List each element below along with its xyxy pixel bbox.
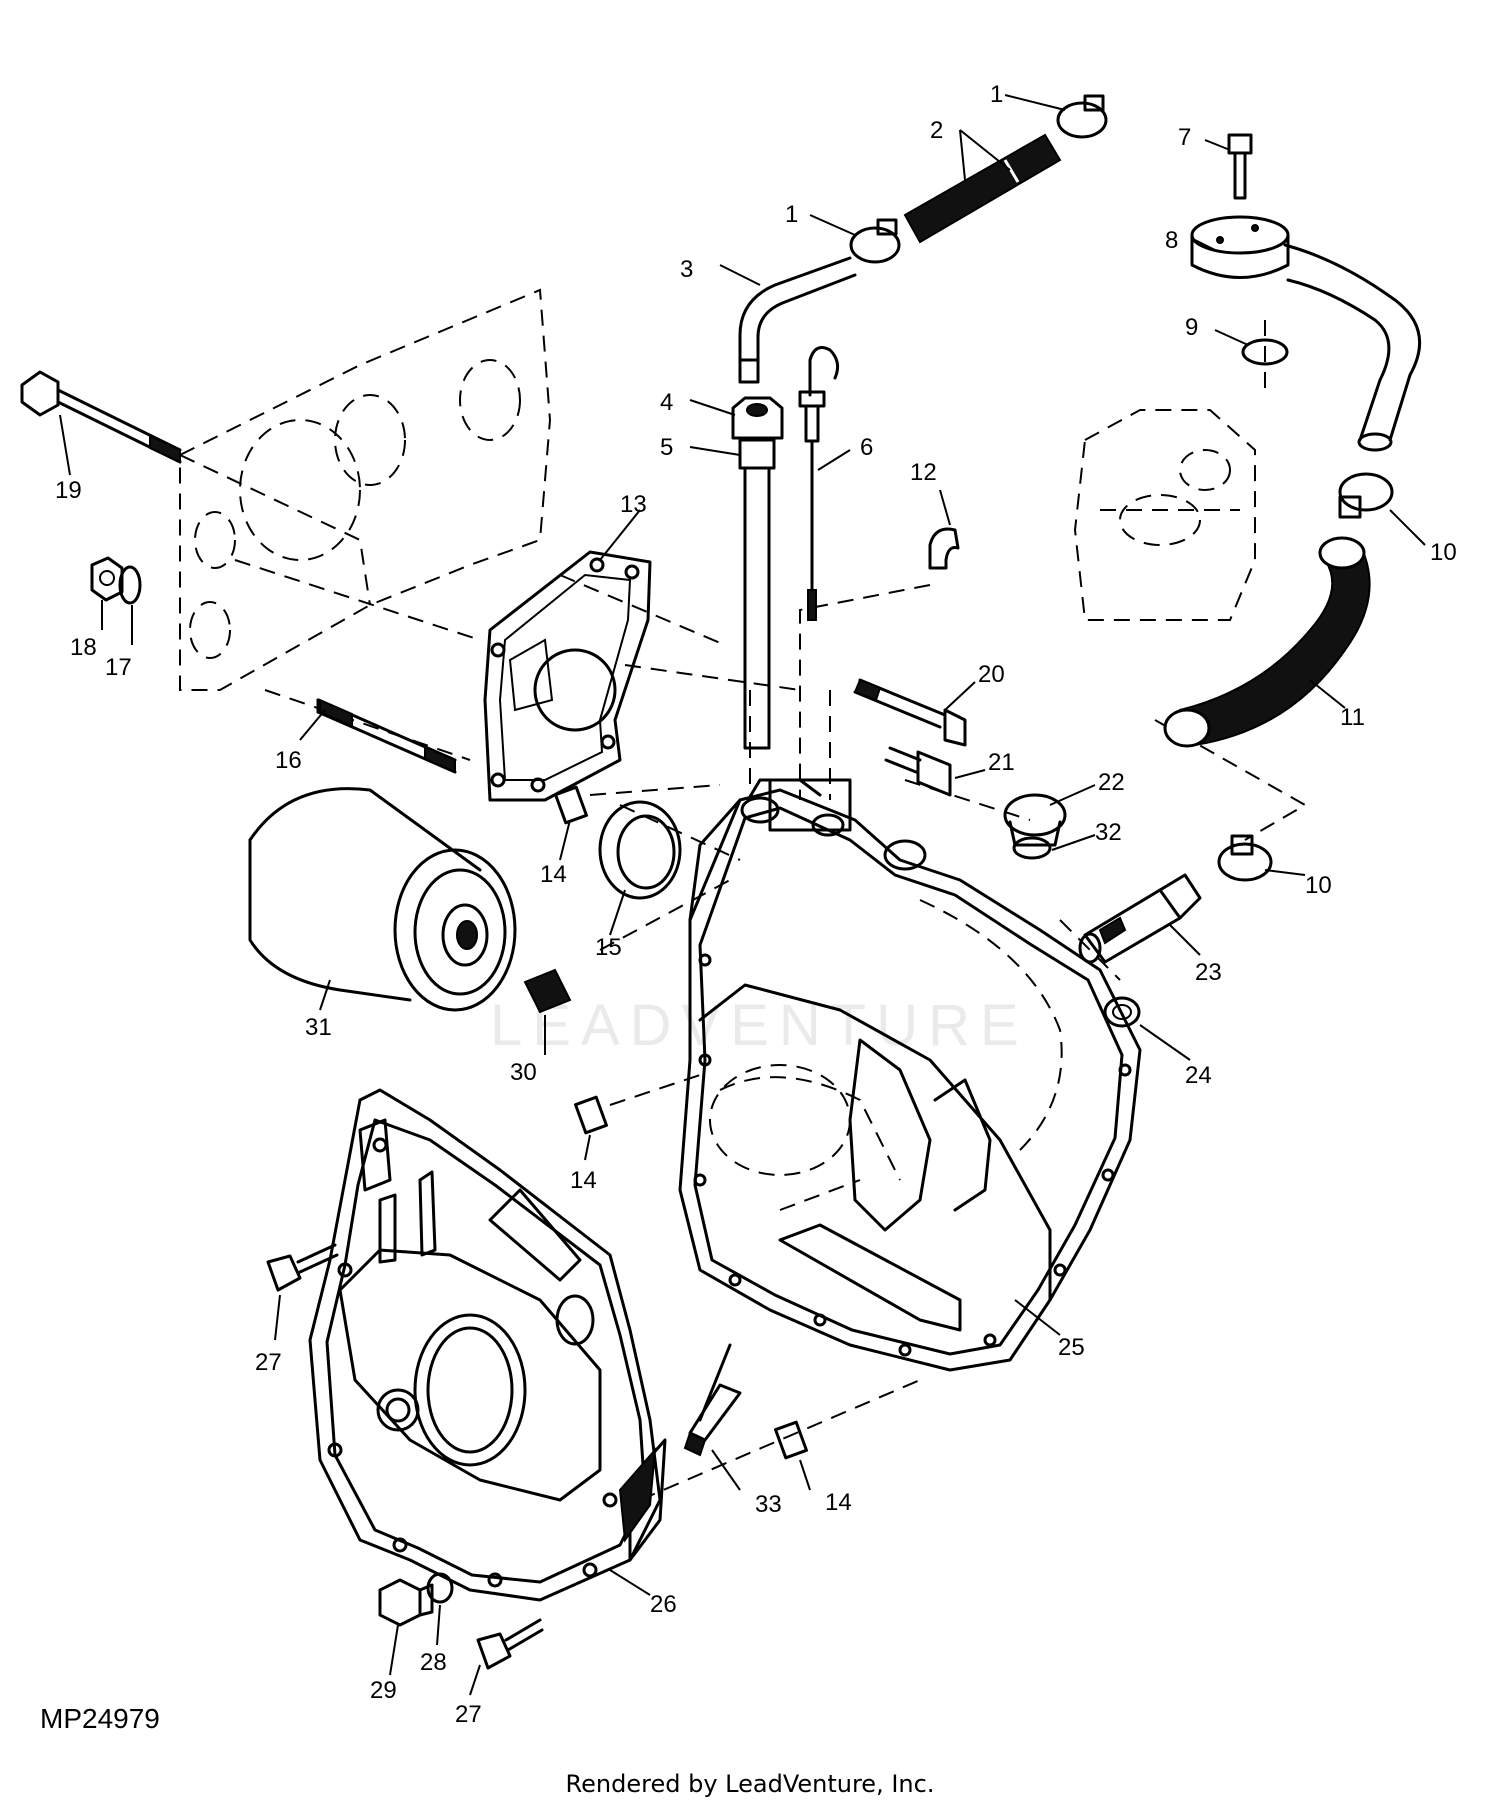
callout-10: 10 bbox=[1430, 539, 1457, 566]
part-12 bbox=[928, 527, 960, 570]
part-13 bbox=[483, 550, 652, 802]
part-20 bbox=[853, 678, 967, 747]
part-16 bbox=[316, 698, 457, 774]
callout-8: 8 bbox=[1165, 227, 1178, 254]
part-4 bbox=[731, 396, 784, 440]
part-29 bbox=[378, 1578, 434, 1627]
part-9 bbox=[1241, 338, 1289, 366]
callout-17: 17 bbox=[105, 654, 132, 681]
footer-credit: Rendered by LeadVenture, Inc. bbox=[565, 1770, 935, 1798]
callout-25: 25 bbox=[1058, 1334, 1085, 1361]
part-8 bbox=[1190, 215, 1422, 452]
part-23 bbox=[1078, 873, 1202, 964]
callout-4: 4 bbox=[660, 389, 673, 416]
part-27 bbox=[266, 1243, 544, 1670]
part-19 bbox=[20, 370, 182, 464]
callout-16: 16 bbox=[275, 747, 302, 774]
part-11 bbox=[1163, 536, 1371, 748]
part-6 bbox=[798, 346, 840, 621]
part-3 bbox=[738, 256, 857, 384]
callout-10: 10 bbox=[1305, 872, 1332, 899]
callout-6: 6 bbox=[860, 434, 873, 461]
callout-28: 28 bbox=[420, 1649, 447, 1676]
callout-15: 15 bbox=[595, 934, 622, 961]
part-17 bbox=[118, 565, 142, 605]
callout-9: 9 bbox=[1185, 314, 1198, 341]
part-5 bbox=[738, 438, 776, 750]
callout-27: 27 bbox=[455, 1701, 482, 1728]
part-18 bbox=[90, 556, 124, 602]
part-21 bbox=[884, 746, 952, 797]
callout-12: 12 bbox=[910, 459, 937, 486]
part-15 bbox=[598, 800, 682, 900]
valve-body bbox=[179, 288, 552, 691]
callout-26: 26 bbox=[650, 1591, 677, 1618]
callout-5: 5 bbox=[660, 434, 673, 461]
part-22 bbox=[1003, 793, 1067, 847]
callout-29: 29 bbox=[370, 1677, 397, 1704]
callout-labels: 1 1 2 3 4 5 6 7 8 9 10 10 11 12 13 14 14… bbox=[55, 81, 1457, 1728]
callout-14: 14 bbox=[825, 1489, 852, 1516]
watermark: LEADVENTURE bbox=[490, 993, 1029, 1058]
part-2 bbox=[903, 133, 1062, 244]
part-31 bbox=[248, 787, 517, 1012]
callout-21: 21 bbox=[988, 749, 1015, 776]
callout-20: 20 bbox=[978, 661, 1005, 688]
callout-27: 27 bbox=[255, 1349, 282, 1376]
part-24 bbox=[1103, 996, 1141, 1028]
callout-7: 7 bbox=[1178, 124, 1191, 151]
callout-30: 30 bbox=[510, 1059, 537, 1086]
part-1 bbox=[849, 94, 1108, 264]
part-33 bbox=[683, 1343, 742, 1457]
callout-32: 32 bbox=[1095, 819, 1122, 846]
part-10 bbox=[1217, 472, 1394, 882]
callout-14: 14 bbox=[540, 861, 567, 888]
part-25 bbox=[678, 778, 1142, 1372]
callout-2: 2 bbox=[930, 117, 943, 144]
callout-11: 11 bbox=[1340, 704, 1365, 731]
diagram-id: MP24979 bbox=[40, 1703, 160, 1734]
callout-24: 24 bbox=[1185, 1062, 1212, 1089]
callout-3: 3 bbox=[680, 256, 693, 283]
callout-19: 19 bbox=[55, 477, 82, 504]
part-14 bbox=[554, 785, 808, 1460]
callout-33: 33 bbox=[755, 1491, 782, 1518]
part-30 bbox=[523, 968, 572, 1014]
part-7 bbox=[1227, 133, 1253, 200]
callout-1: 1 bbox=[990, 81, 1003, 108]
callout-23: 23 bbox=[1195, 959, 1222, 986]
assembly-lines bbox=[234, 320, 1308, 1501]
callout-18: 18 bbox=[70, 634, 97, 661]
part-26 bbox=[308, 1088, 667, 1602]
callout-14: 14 bbox=[570, 1167, 597, 1194]
part-32 bbox=[1012, 836, 1052, 860]
callout-13: 13 bbox=[620, 491, 647, 518]
pump-housing bbox=[1073, 409, 1256, 621]
callout-31: 31 bbox=[305, 1014, 332, 1041]
callout-1: 1 bbox=[785, 201, 798, 228]
callout-22: 22 bbox=[1098, 769, 1125, 796]
leader-lines bbox=[59, 94, 1426, 1696]
